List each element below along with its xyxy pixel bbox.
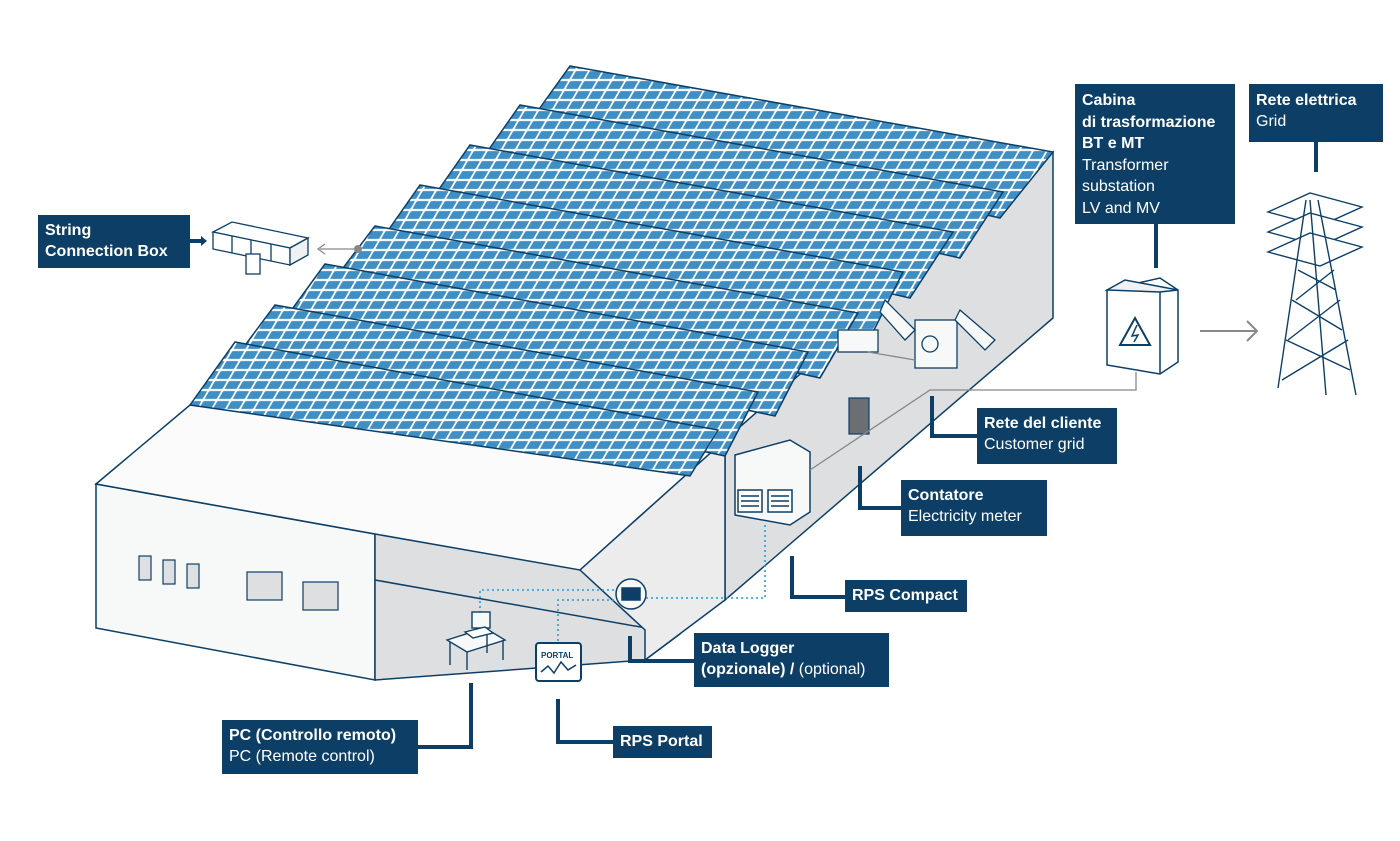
- rps-portal-screen: PORTAL: [535, 642, 582, 682]
- tracker-motors: [837, 298, 996, 369]
- arrow-right-icon: [1200, 320, 1259, 342]
- rps-compact-inverter: [734, 439, 811, 526]
- label-data-logger: Data Logger (opzionale) / (optional): [694, 633, 889, 687]
- label-rps-compact: RPS Compact: [845, 580, 967, 612]
- power-pylon-icon: [1265, 192, 1365, 396]
- pc-workstation: [445, 611, 507, 670]
- label-leaders: [189, 142, 1318, 749]
- transformer-cabinet: [1104, 277, 1179, 375]
- label-transformer-substation: Cabina di trasformazione BT e MT Transfo…: [1075, 84, 1235, 224]
- building-windows: [138, 555, 339, 611]
- label-string-connection-box: String Connection Box: [38, 215, 190, 268]
- data-logger: [615, 578, 647, 610]
- data-connections: [479, 525, 766, 650]
- electricity-meter: [848, 397, 870, 435]
- label-grid: Rete elettrica Grid: [1249, 84, 1383, 142]
- svg-text:PORTAL: PORTAL: [541, 651, 573, 660]
- label-rps-portal: RPS Portal: [613, 726, 712, 758]
- label-customer-grid: Rete del cliente Customer grid: [977, 408, 1117, 464]
- label-electricity-meter: Contatore Electricity meter: [901, 480, 1047, 536]
- label-pc-remote-control: PC (Controllo remoto) PC (Remote control…: [222, 720, 418, 774]
- high-voltage-icon: [1118, 315, 1152, 346]
- string-connection-box: [211, 221, 310, 275]
- power-connections: [316, 243, 1137, 471]
- solar-panel-array: [188, 65, 1055, 477]
